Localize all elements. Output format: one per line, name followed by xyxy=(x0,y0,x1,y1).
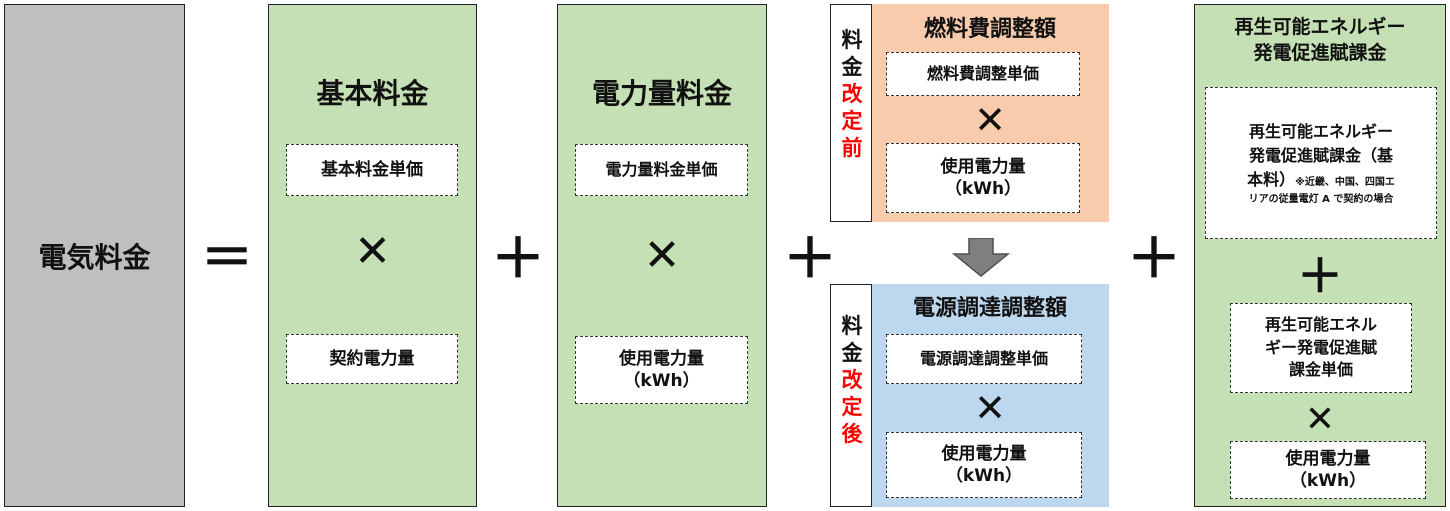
plus-sign: ＋ xyxy=(491,226,545,290)
multiply-sign: ✕ xyxy=(643,229,681,281)
energy-unit-price-box: 電力量料金単価 xyxy=(575,144,748,196)
multiply-sign: ✕ xyxy=(1304,398,1336,440)
after-revision-side-label: 料 金 改 定 後 xyxy=(841,314,863,446)
basic-unit-price-box: 基本料金単価 xyxy=(286,144,458,196)
electricity-bill-label: 電気料金 xyxy=(38,240,151,274)
basic-charge-box: 基本料金 基本料金単価 ✕ 契約電力量 xyxy=(268,4,477,507)
contract-power-box: 契約電力量 xyxy=(286,334,458,384)
energy-charge-box: 電力量料金 電力量料金単価 ✕ 使用電力量 （kWh） xyxy=(557,4,767,507)
area-note-continued: リアの従量電灯 A で契約の場合 xyxy=(1248,193,1394,205)
power-source-unit-price-box: 電源調達調整単価 xyxy=(886,334,1082,384)
plus-sign: ＋ xyxy=(1127,226,1181,290)
renewable-basic-charge-box: 再生可能エネルギー 発電促進賦課金（基 本料）※近畿、中国、四国エ リアの従量電… xyxy=(1205,87,1437,239)
before-revision-side-label: 料 金 改 定 前 xyxy=(841,28,863,160)
equals-sign: ＝ xyxy=(200,228,253,289)
fuel-adjustment-group: 料 金 改 定 前 燃料費調整額 燃料費調整単価 ✕ 使用電力量 （kWh） xyxy=(830,4,1109,222)
plus-sign: ＋ xyxy=(783,226,837,290)
renewable-unit-price-box: 再生可能エネル ギー発電促進賦 課金単価 xyxy=(1230,303,1412,393)
plus-sign: ＋ xyxy=(1297,249,1343,303)
power-source-adjustment-title: 電源調達調整額 xyxy=(912,296,1067,321)
basic-charge-title: 基本料金 xyxy=(316,77,429,110)
power-source-adjustment-box: 電源調達調整額 電源調達調整単価 ✕ 使用電力量 （kWh） xyxy=(871,284,1109,507)
fuel-unit-price-box: 燃料費調整単価 xyxy=(886,52,1080,96)
renewable-surcharge-box: 再生可能エネルギー 発電促進賦課金 再生可能エネルギー 発電促進賦課金（基 本料… xyxy=(1194,4,1446,507)
power-source-usage-box: 使用電力量 （kWh） xyxy=(886,432,1082,498)
power-source-adjustment-group: 料 金 改 定 後 電源調達調整額 電源調達調整単価 ✕ 使用電力量 （kWh） xyxy=(830,284,1109,507)
fuel-usage-box: 使用電力量 （kWh） xyxy=(886,143,1080,213)
down-arrow-icon xyxy=(952,238,1010,277)
fuel-adjustment-box: 燃料費調整額 燃料費調整単価 ✕ 使用電力量 （kWh） xyxy=(871,4,1109,222)
energy-usage-box: 使用電力量 （kWh） xyxy=(575,336,748,404)
renewable-surcharge-title: 再生可能エネルギー 発電促進賦課金 xyxy=(1234,16,1406,64)
renewable-usage-box: 使用電力量 （kWh） xyxy=(1230,441,1426,499)
multiply-sign: ✕ xyxy=(354,225,391,277)
fuel-adjustment-title: 燃料費調整額 xyxy=(923,17,1056,42)
electricity-bill-box: 電気料金 xyxy=(4,4,185,507)
energy-charge-title: 電力量料金 xyxy=(591,77,732,110)
area-note: ※近畿、中国、四国エ xyxy=(1295,176,1395,188)
multiply-sign: ✕ xyxy=(974,386,1006,430)
multiply-sign: ✕ xyxy=(974,98,1006,142)
